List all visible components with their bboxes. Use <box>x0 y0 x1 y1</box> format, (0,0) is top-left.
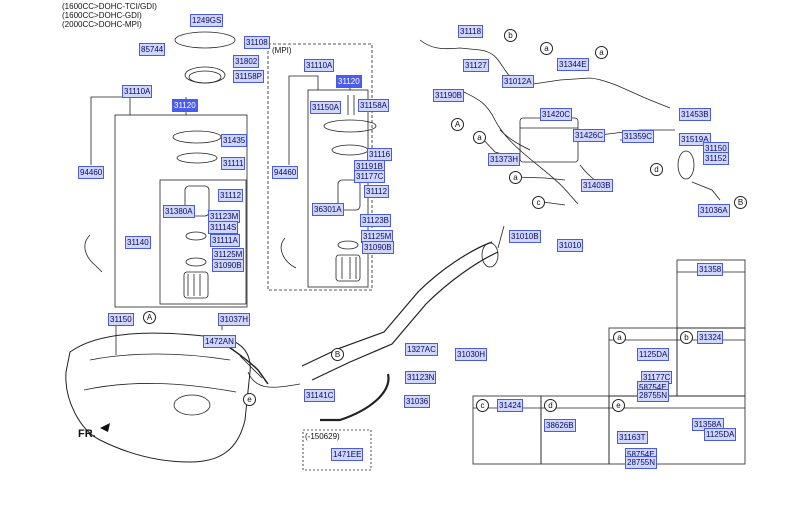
grid-cell-e <box>608 395 746 465</box>
part-31435[interactable]: 31435 <box>221 134 248 147</box>
part-31358[interactable]: 31358 <box>697 263 724 276</box>
part-31090b-left[interactable]: 31090B <box>212 259 244 272</box>
left-inner-frame <box>159 179 247 305</box>
part-31420c[interactable]: 31420C <box>540 108 573 121</box>
part-31344e[interactable]: 31344E <box>557 58 589 71</box>
callout-B-right: B <box>734 196 747 209</box>
canister-shape <box>519 117 579 163</box>
part-31123m[interactable]: 31123M <box>208 210 241 223</box>
part-85744[interactable]: 85744 <box>139 43 166 56</box>
part-31141c[interactable]: 31141C <box>304 389 336 402</box>
part-31030h[interactable]: 31030H <box>455 348 488 361</box>
part-31036[interactable]: 31036 <box>404 395 431 408</box>
callout-b-top: b <box>504 29 517 42</box>
grid-callout-a: a <box>613 331 626 344</box>
part-31424[interactable]: 31424 <box>497 399 524 412</box>
callout-c: c <box>532 196 545 209</box>
header-line-1: (1600CC>DOHC-TCI/GDI) <box>62 2 157 11</box>
grid-callout-c: c <box>476 399 489 412</box>
part-1125da-e[interactable]: 1125DA <box>704 428 737 441</box>
part-31380a[interactable]: 31380A <box>163 205 195 218</box>
header-line-3: (2000CC>DOHC-MPI) <box>62 20 142 29</box>
part-31010[interactable]: 31010 <box>557 239 584 252</box>
callout-B-tank: B <box>331 348 344 361</box>
part-36301a[interactable]: 36301A <box>312 203 344 216</box>
part-31140[interactable]: 31140 <box>125 236 151 249</box>
callout-a-mid: a <box>473 131 486 144</box>
mpi-label: (MPI) <box>272 46 292 55</box>
callout-a-top: a <box>540 42 553 55</box>
part-31403b[interactable]: 31403B <box>581 179 613 192</box>
part-31118[interactable]: 31118 <box>458 25 484 38</box>
front-arrow-shape <box>100 423 110 432</box>
part-31158a[interactable]: 31158A <box>358 99 389 112</box>
part-31190b[interactable]: 31190B <box>433 89 464 102</box>
part-31120-left[interactable]: 31120 <box>172 99 198 112</box>
part-31036a[interactable]: 31036A <box>698 204 730 217</box>
part-1471ee[interactable]: 1471EE <box>331 448 364 461</box>
part-28755n-a[interactable]: 28755N <box>637 389 670 402</box>
callout-e-tank: e <box>243 393 256 406</box>
date-note: (-150629) <box>305 432 340 441</box>
part-94460-mpi[interactable]: 94460 <box>272 166 299 179</box>
left-pump-frame <box>114 114 248 308</box>
part-94460-left[interactable]: 94460 <box>78 166 105 179</box>
part-31373h[interactable]: 31373H <box>488 153 521 166</box>
part-31111a[interactable]: 31111A <box>210 234 240 247</box>
part-31177c[interactable]: 31177C <box>354 170 386 183</box>
tank-shape <box>65 332 251 463</box>
part-31123n[interactable]: 31123N <box>405 371 437 384</box>
part-31116[interactable]: 31116 <box>367 148 393 161</box>
grid-callout-b: b <box>680 331 693 344</box>
part-1125da-a[interactable]: 1125DA <box>637 348 670 361</box>
part-38626b[interactable]: 38626B <box>544 419 576 432</box>
filler-cap-shape <box>481 242 499 268</box>
callout-A-top: A <box>451 118 464 131</box>
header-line-2: (1600CC>DOHC-GDI) <box>62 11 142 20</box>
part-31111[interactable]: 31111 <box>221 157 246 170</box>
part-31108[interactable]: 31108 <box>244 36 270 49</box>
part-31110a-left[interactable]: 31110A <box>122 85 153 98</box>
part-31163t[interactable]: 31163T <box>617 431 648 444</box>
part-31037h[interactable]: 31037H <box>218 313 251 326</box>
part-31802[interactable]: 31802 <box>233 55 260 68</box>
grid-callout-e: e <box>612 399 625 412</box>
part-31359c[interactable]: 31359C <box>622 130 655 143</box>
part-31453b[interactable]: 31453B <box>679 108 711 121</box>
part-31158p[interactable]: 31158P <box>233 70 264 83</box>
part-31090b-mpi[interactable]: 31090B <box>362 241 394 254</box>
callout-d: d <box>650 163 663 176</box>
part-31426c[interactable]: 31426C <box>573 129 606 142</box>
part-31519a[interactable]: 31519A <box>679 133 711 146</box>
part-31324[interactable]: 31324 <box>697 331 724 344</box>
grid-callout-d: d <box>544 399 557 412</box>
part-31150a[interactable]: 31150A <box>310 101 341 114</box>
front-label: FR. <box>78 428 96 440</box>
part-1327ac[interactable]: 1327AC <box>405 343 438 356</box>
callout-a-top2: a <box>595 46 608 59</box>
part-1249gs[interactable]: 1249GS <box>190 14 224 27</box>
part-31114s[interactable]: 31114S <box>208 221 239 234</box>
part-31012a[interactable]: 31012A <box>502 75 534 88</box>
callout-A-tank: A <box>143 311 156 324</box>
part-31112-left[interactable]: 31112 <box>218 189 244 202</box>
part-31110a-mpi[interactable]: 31110A <box>304 59 335 72</box>
part-31127[interactable]: 31127 <box>463 59 489 72</box>
part-1472an[interactable]: 1472AN <box>203 335 236 348</box>
part-31150-tank[interactable]: 31150 <box>108 313 134 326</box>
part-31112-mpi[interactable]: 31112 <box>364 185 390 198</box>
callout-a-low: a <box>509 171 522 184</box>
part-31152[interactable]: 31152 <box>703 152 729 165</box>
part-31123b[interactable]: 31123B <box>360 214 391 227</box>
part-28755n-e[interactable]: 28755N <box>625 456 658 469</box>
part-31120-mpi[interactable]: 31120 <box>336 75 362 88</box>
part-31010b[interactable]: 31010B <box>509 230 541 243</box>
